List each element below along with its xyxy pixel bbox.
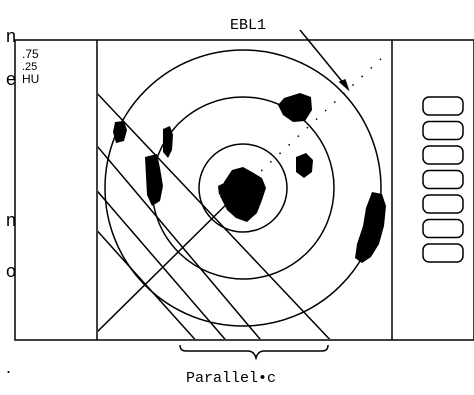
softkey-button-7[interactable] xyxy=(423,244,463,262)
softkey-button-1[interactable] xyxy=(423,97,463,115)
softkey-column xyxy=(423,97,463,262)
softkey-button-2[interactable] xyxy=(423,122,463,140)
ebl-leader-line xyxy=(300,30,345,85)
range-readout-line1: .75 xyxy=(22,47,39,61)
softkey-button-3[interactable] xyxy=(423,146,463,164)
radar-echo-blobs-icon xyxy=(113,93,386,263)
parallel-brace-icon xyxy=(180,345,328,358)
range-readout-line3: HU xyxy=(22,72,39,86)
echo-top xyxy=(278,93,312,122)
radar-viewport xyxy=(92,50,386,345)
echo-left-tall xyxy=(145,154,163,206)
softkey-button-5[interactable] xyxy=(423,195,463,213)
ebl-leader-arrowhead xyxy=(340,80,348,89)
cutoff-text-5: . xyxy=(6,357,11,377)
echo-right-small xyxy=(296,153,313,178)
softkey-button-4[interactable] xyxy=(423,171,463,189)
echo-left-center xyxy=(163,126,173,158)
ebl-label: EBL1 xyxy=(230,17,266,34)
parallel-label: Parallel•c xyxy=(186,370,276,387)
softkey-button-6[interactable] xyxy=(423,220,463,238)
center-echo xyxy=(220,167,266,222)
parallel-line-4 xyxy=(92,225,200,345)
echo-coastline xyxy=(355,192,386,263)
echo-left-small xyxy=(113,121,127,143)
parallel-line-3 xyxy=(92,185,230,345)
